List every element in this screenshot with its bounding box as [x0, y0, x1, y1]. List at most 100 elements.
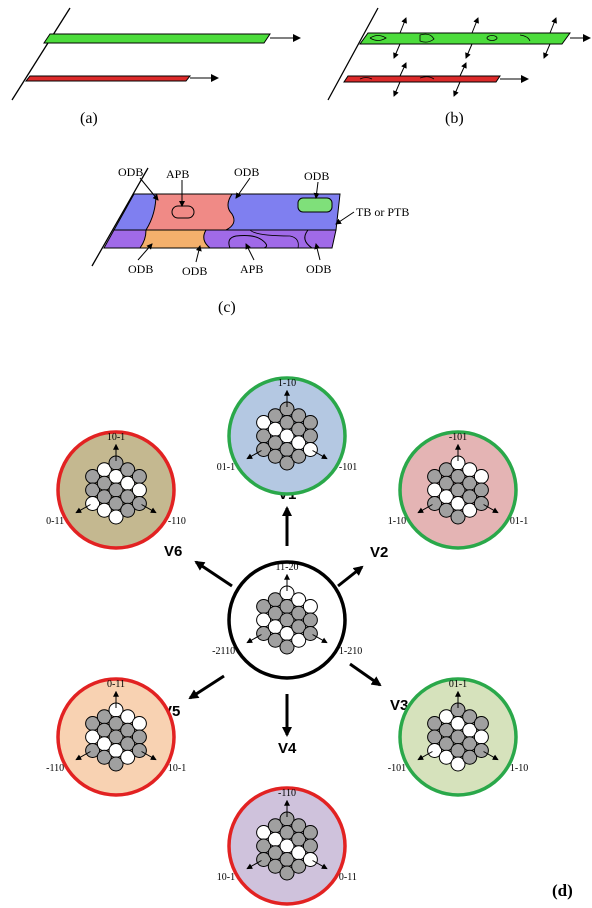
direction-arrow — [246, 860, 262, 870]
green-plate — [43, 33, 271, 44]
atom — [302, 838, 318, 854]
bottom-layer-purple — [103, 229, 337, 249]
atom — [279, 639, 295, 655]
variant-v4-view-dir-label: 0-11 — [339, 872, 357, 883]
atom — [120, 502, 136, 518]
atom — [302, 852, 318, 867]
green-plate — [359, 32, 571, 45]
atom — [131, 729, 147, 745]
top-odb-left-label: ODB — [118, 165, 143, 179]
atom — [131, 743, 147, 758]
atom — [302, 415, 318, 430]
atom — [108, 756, 124, 772]
bottom-odb-right-label: ODB — [306, 262, 331, 276]
atom — [131, 716, 147, 731]
bottom-odb-mid-label: ODB — [182, 264, 207, 278]
variant-v5-view-dir-label: 0-11 — [107, 679, 125, 690]
atom — [302, 612, 318, 628]
atom — [256, 852, 272, 867]
direction-arrow — [312, 450, 328, 460]
variant-v3-view-dir-label: 1-10 — [510, 763, 528, 774]
variant-v5-view-dir-label: -110 — [46, 763, 64, 774]
atom — [85, 496, 101, 511]
variant-arrows — [188, 506, 382, 737]
boundary-line — [327, 7, 379, 101]
v4-label: V4 — [278, 740, 297, 757]
atom — [473, 482, 489, 498]
direction-arrow — [483, 751, 499, 761]
variant-v6-view-dir-label: -110 — [168, 516, 186, 527]
panel-a: (a) — [11, 7, 301, 127]
atom — [267, 858, 283, 874]
direction-arrow — [246, 634, 262, 644]
domain-outline — [519, 34, 531, 42]
atom — [302, 626, 318, 641]
thickening-arrows — [393, 17, 557, 97]
variant-v3-view-dir-label: 01-1 — [449, 679, 467, 690]
direction-arrow — [75, 751, 91, 761]
top-apb-label: APB — [166, 167, 189, 181]
direction-arrow — [312, 634, 328, 644]
arrow-v2 — [337, 565, 364, 588]
atom — [450, 509, 466, 525]
atom — [473, 496, 489, 511]
variant-v2-view-dir-label: 1-10 — [388, 516, 406, 527]
atom — [291, 448, 307, 464]
arrow-v6 — [194, 560, 233, 588]
v2-label: V2 — [370, 544, 388, 561]
arrow-v3 — [349, 662, 382, 687]
v6-label: V6 — [164, 543, 182, 560]
atom — [462, 502, 478, 518]
atom — [427, 743, 443, 758]
panel-c: ODB APB ODB ODB TB or PTB ODB ODB APB OD… — [91, 165, 409, 316]
domain-outline — [419, 76, 435, 80]
variant-v2-view-dir-label: -101 — [449, 432, 467, 443]
direction-arrow — [483, 504, 499, 514]
atom — [85, 743, 101, 758]
domain-outline — [359, 77, 373, 80]
atom — [438, 502, 454, 518]
tb-ptb-label: TB or PTB — [356, 205, 409, 219]
top-odb-right-label: ODB — [304, 169, 329, 183]
variant-v6-view-dir-label: 0-11 — [46, 516, 64, 527]
direction-arrow — [246, 450, 262, 460]
domain-outline — [369, 35, 387, 41]
variant-v1-view-dir-label: -101 — [339, 462, 357, 473]
atom — [291, 632, 307, 648]
variant-v4-view-dir-label: 10-1 — [217, 872, 235, 883]
panel-b-label: (b) — [445, 110, 464, 127]
bottom-odb-domain — [139, 229, 212, 249]
annotation-arrows — [137, 177, 355, 263]
variant-v6-view: 10-1 0-11 -110 — [46, 430, 186, 550]
atom — [473, 743, 489, 758]
atom — [256, 626, 272, 641]
atom — [256, 442, 272, 457]
top-odb-domain — [297, 197, 333, 213]
atom — [473, 469, 489, 484]
parent-view-dir-label: 11-20 — [276, 562, 299, 573]
odb-outline — [304, 229, 313, 249]
arrow-v5 — [188, 674, 225, 700]
atom — [267, 448, 283, 464]
boundary-line — [11, 7, 71, 101]
red-plate — [343, 75, 501, 83]
variant-v6-view-dir-label: 10-1 — [107, 432, 125, 443]
bottom-odb-left-label: ODB — [128, 262, 153, 276]
atom — [302, 599, 318, 614]
direction-arrow — [75, 504, 91, 514]
atom — [302, 825, 318, 840]
atom — [267, 632, 283, 648]
atom — [427, 496, 443, 511]
panel-b: (b) — [327, 7, 591, 127]
direction-arrow — [417, 751, 433, 761]
domain-outline — [486, 35, 498, 41]
atom — [291, 858, 307, 874]
atom — [473, 716, 489, 731]
atom — [462, 749, 478, 765]
atom — [473, 729, 489, 745]
atom — [120, 749, 136, 765]
